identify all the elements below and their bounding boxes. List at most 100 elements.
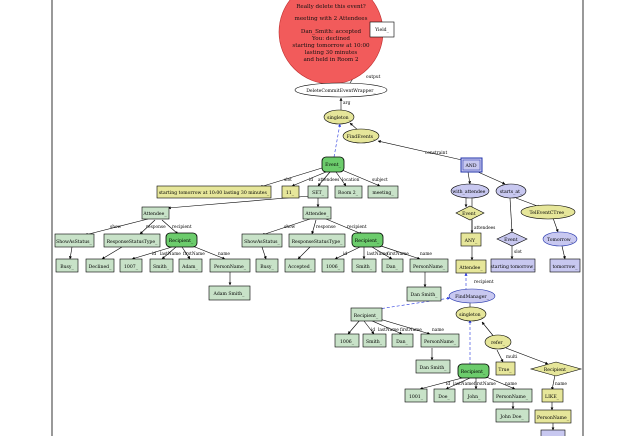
- node-event-diamond-1: Event_: [455, 205, 485, 221]
- edge-label-slot-sa: slot: [514, 250, 522, 255]
- edge-ar-recipient: [325, 218, 363, 235]
- edge-al-recipient: [161, 219, 179, 235]
- node-show-status-left-label: ShowAsStatus_: [56, 239, 92, 245]
- node-doe: Doe_: [433, 388, 456, 403]
- node-adam-smith: Adam Smith_: [208, 285, 251, 301]
- edge-rl-1001: [419, 376, 467, 390]
- edge-rm-smith: [363, 320, 375, 335]
- node-refer: refer_: [484, 334, 512, 350]
- node-delete-commit-wrapper: DeleteCommitEventWrapper_: [294, 82, 388, 98]
- edge-sa-event: [509, 197, 514, 233]
- edge-recl-personname: [189, 244, 226, 260]
- edge-al-response: [139, 219, 156, 235]
- node-accepted: Accepted_: [284, 258, 316, 273]
- edge-tomorrow-box: [561, 245, 566, 260]
- edge-label-firstname-l: firstName: [183, 252, 205, 257]
- node-busy-right-label: Busy_: [260, 264, 274, 270]
- node-singleton-top-label: singleton_: [327, 115, 351, 121]
- edge-label-location: location: [342, 178, 360, 183]
- node-response-type-right: ResponseStatusType_: [288, 233, 346, 248]
- node-11-label: 11_: [286, 190, 295, 196]
- node-smith-left-label: Smith_: [153, 264, 170, 270]
- edge-recr-personname: [377, 244, 421, 260]
- node-like: LIKE_: [541, 388, 564, 403]
- node-find-manager: FindManager_: [448, 288, 496, 304]
- node-john: John_: [462, 388, 487, 403]
- node-recipient-right: Recipient_: [351, 232, 384, 248]
- node-busy-right: Busy_: [255, 258, 279, 273]
- node-meeting-label: meeting_: [372, 190, 394, 196]
- edge-rl-personname: [483, 375, 516, 390]
- bubble-line-2: meeting with 2 Attendees: [295, 16, 368, 22]
- node-starts-at: starts_at_: [495, 183, 527, 199]
- edge-label-id-m: id: [371, 328, 375, 333]
- bubble-line-7: and held in Room 2: [303, 57, 359, 63]
- node-dan-smith-mid-label: Dan Smith_: [420, 365, 448, 371]
- edge-and-startsat: [477, 171, 506, 185]
- edge-label-recipient-att: recipient: [474, 280, 494, 285]
- edge-event-singleton: [333, 123, 341, 158]
- node-starting-tomorrow: starting tomorrow_: [491, 258, 536, 273]
- node-smith-mid-label: Smith_: [366, 339, 383, 345]
- node-personname-left-label: PersonName_: [214, 264, 247, 270]
- node-response-type-left: ResponseStatusType_: [103, 233, 161, 248]
- edge-tel-tomorrow: [552, 217, 559, 233]
- node-recipient-low: Recipient_: [457, 363, 490, 379]
- node-dan-mid-label: Dan_: [396, 339, 408, 345]
- node-tel-event-label: TelEventCTree_: [530, 210, 568, 216]
- edge-label-firstname-low: firstName: [474, 382, 496, 387]
- edge-label-output: output: [366, 75, 381, 80]
- node-singleton-low-label: singleton_: [459, 312, 483, 318]
- node-recipient-right-label: Recipient_: [355, 238, 380, 244]
- node-adam-smith-label: Adam Smith_: [213, 291, 246, 297]
- edge-label-firstname-m: firstName: [400, 328, 422, 333]
- node-find-events-label: FindEvents_: [347, 134, 376, 140]
- edge-recr-1006: [334, 246, 361, 260]
- node-show-status-left: ShowAsStatus_: [54, 233, 95, 248]
- node-dan-smith-right: Dan Smith_: [406, 286, 442, 302]
- node-personname-like: PersonName_: [534, 409, 572, 424]
- node-attendee-bottom-label: Attendee_: [458, 265, 483, 271]
- node-and-label: AND: [464, 163, 476, 169]
- node-attendee-left-label: Attendee_: [142, 211, 167, 217]
- edge-label-response-l: response: [146, 225, 166, 230]
- edge-label-arg: arg: [343, 101, 351, 106]
- edge-label-firstname-r: firstName: [387, 252, 409, 257]
- node-smith-right: Smith_: [351, 258, 377, 273]
- node-recipient-diamond: Recipient_: [529, 361, 583, 377]
- node-event-diamond-1-label: Event_: [462, 211, 478, 217]
- node-recipient-diamond-label: Recipient_: [544, 367, 569, 373]
- edge-labels: output arg constraint slot id attendees …: [110, 75, 567, 387]
- edge-event-11: [291, 171, 327, 187]
- node-find-events: FindEvents_: [342, 128, 380, 144]
- node-smith-mid: Smith_: [362, 333, 387, 348]
- edge-label-name-like: name: [555, 382, 567, 387]
- node-john-doe-label: John Doe_: [499, 414, 524, 420]
- node-attendee-bottom: Attendee_: [455, 259, 487, 274]
- node-1001-label: 1001_: [409, 394, 424, 400]
- node-cutoff-bottom: [540, 429, 566, 436]
- node-room2-label: Room 2_: [338, 190, 359, 196]
- edge-label-constraint: constraint: [425, 151, 447, 156]
- node-smith-left: Smith_: [149, 258, 174, 273]
- edge-show-busy-l: [68, 246, 73, 260]
- node-recipient-low-label: Recipient_: [461, 369, 486, 375]
- edge-label-show-l: show: [110, 225, 122, 230]
- node-attendee-left: Attendee_: [141, 206, 170, 220]
- edge-event-set: [317, 171, 331, 187]
- edge-label-id-l: id: [152, 252, 156, 257]
- edge-label-name-m: name: [432, 328, 444, 333]
- node-recipient-left: Recipient_: [165, 232, 198, 248]
- node-smith-right-label: Smith_: [356, 264, 373, 270]
- bubble-line-6: lasting 30 minutes: [305, 50, 358, 56]
- bubble-line-1: Really delete this event?: [296, 4, 366, 10]
- edge-recipdiamond-like: [551, 374, 556, 391]
- edge-label-lastname-low: lastName: [453, 382, 474, 387]
- node-any-label: ANY_: [464, 238, 478, 244]
- node-event-diamond-2-label: Event_: [504, 237, 520, 243]
- bubble-line-5: starting tomorrow at 10:00: [292, 43, 370, 49]
- edge-label-show-r: show: [284, 225, 296, 230]
- node-event-root-label: Event_: [325, 162, 341, 168]
- edge-recl-1007: [131, 246, 173, 260]
